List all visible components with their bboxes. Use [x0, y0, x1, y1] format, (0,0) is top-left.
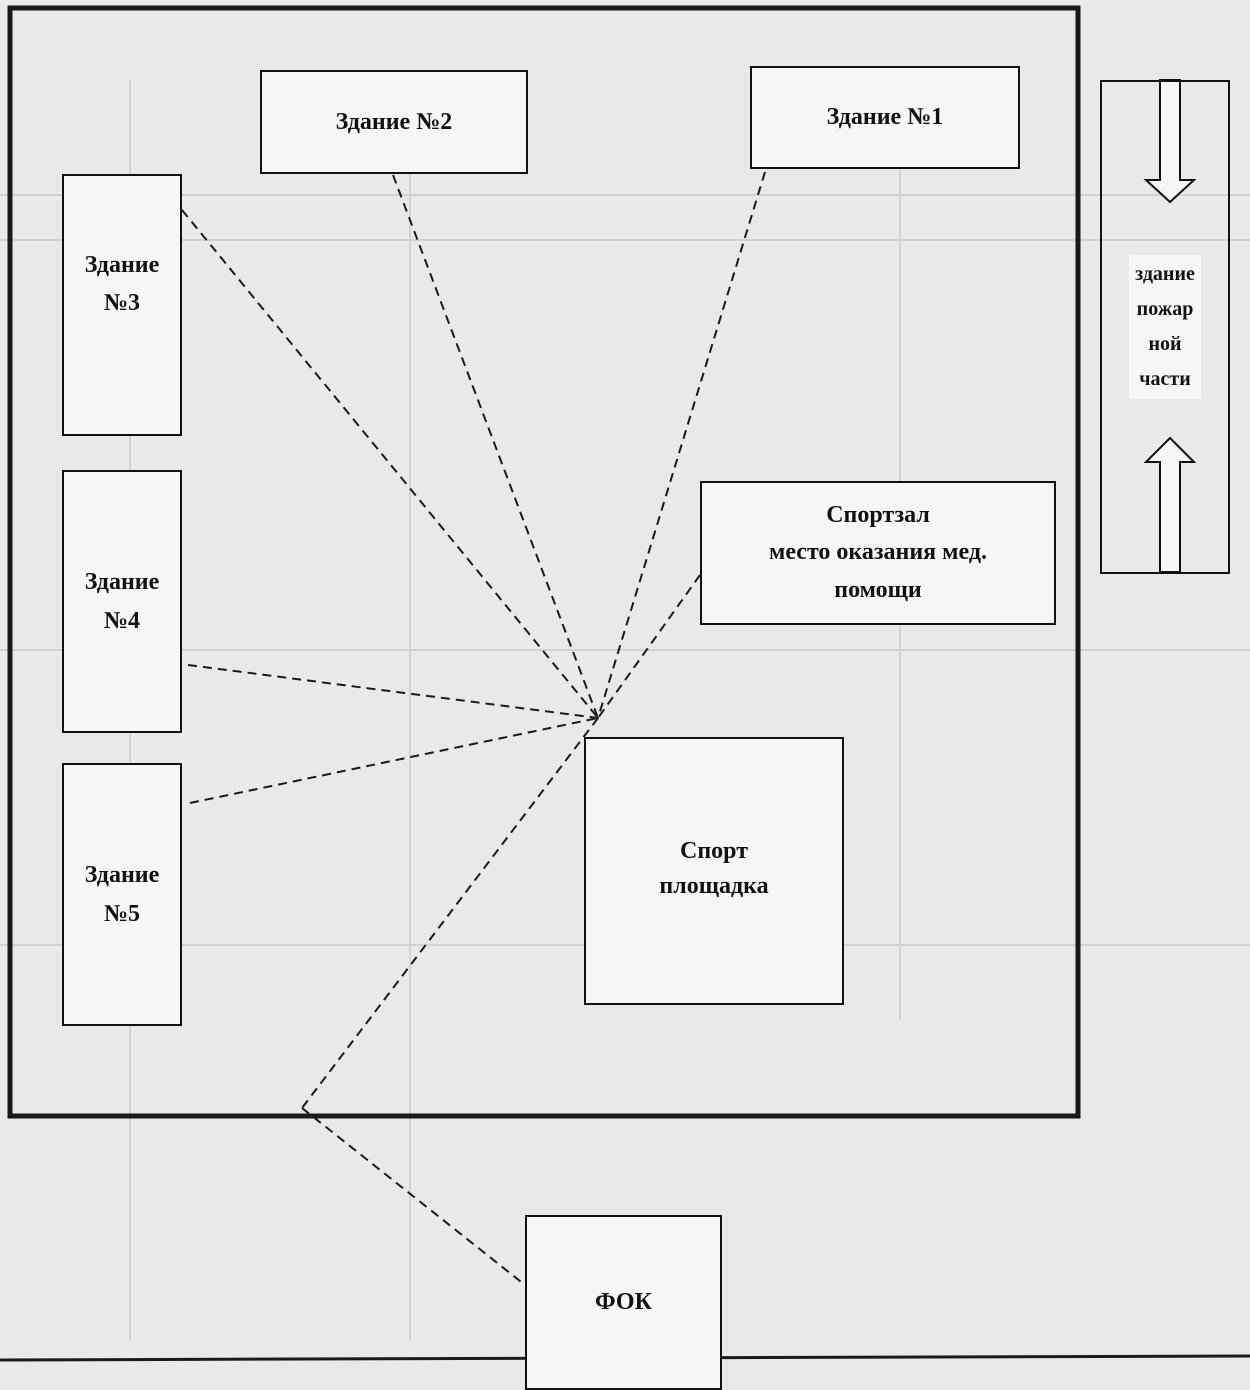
route-gym — [597, 574, 701, 719]
route-building-2 — [392, 174, 599, 719]
route-building-1 — [597, 171, 766, 719]
sports-ground: Спорт площадка — [584, 737, 844, 1005]
fok-label: ФОК — [595, 1289, 652, 1316]
building-2: Здание №2 — [260, 70, 528, 174]
route-fok-1 — [301, 717, 599, 1109]
sports-ground-label-line1: Спорт — [680, 838, 748, 864]
building-5-label-line1: Здание — [84, 862, 160, 889]
fok-building: ФОК — [525, 1215, 722, 1390]
building-2-label: Здание №2 — [335, 108, 453, 135]
fire-station-label-line3: ной — [1148, 333, 1182, 355]
fire-station-arrows — [1143, 79, 1197, 573]
building-4-label-line2: №4 — [103, 607, 141, 634]
building-5-label-line2: №5 — [103, 900, 141, 927]
fire-station-label-line4: части — [1139, 368, 1191, 390]
route-building-4 — [187, 664, 599, 719]
arrow-down-icon — [1143, 79, 1197, 204]
building-3-label-line2: №3 — [103, 290, 141, 317]
building-1: Здание №1 — [750, 66, 1020, 169]
gym-label-line1: Спортзал — [826, 502, 930, 529]
building-4-label-line1: Здание — [84, 569, 160, 596]
building-3: Здание №3 — [62, 174, 182, 436]
gym-label-line2: место оказания мед. — [769, 539, 987, 566]
fire-station: здание пожар ной части — [1100, 80, 1230, 574]
building-1-label: Здание №1 — [826, 104, 944, 131]
sports-ground-label-line2: площадка — [659, 872, 769, 899]
evacuation-routes — [181, 171, 766, 1286]
route-building-3 — [181, 209, 599, 719]
fire-station-label-line2: пожар — [1136, 298, 1194, 320]
background-table-lines — [0, 80, 1250, 1340]
building-4: Здание №4 — [62, 470, 182, 733]
building-3-label-line1: Здание — [84, 252, 160, 278]
campus-boundary — [7, 5, 1081, 1119]
gym-label-line3: помощи — [834, 576, 922, 603]
route-fok-2 — [301, 1107, 526, 1286]
gym: Спортзал место оказания мед. помощи — [700, 481, 1056, 625]
arrow-up-icon — [1143, 436, 1197, 573]
fire-station-label-line1: здание — [1135, 263, 1195, 285]
route-building-5 — [189, 717, 599, 804]
building-5: Здание №5 — [62, 763, 182, 1026]
